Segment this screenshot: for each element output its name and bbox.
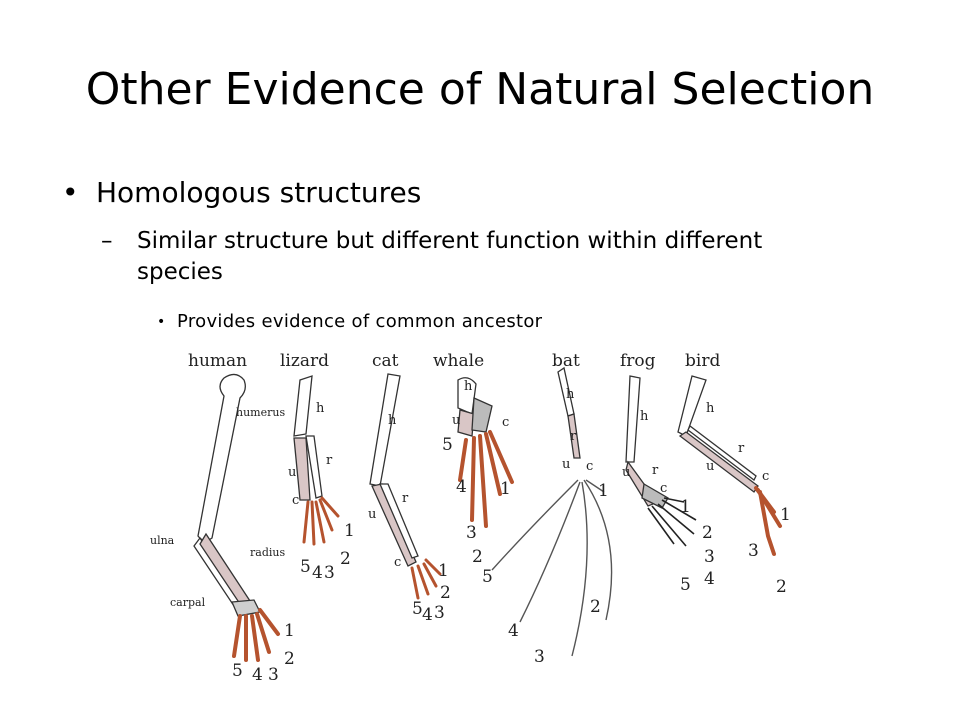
species-label-human: human <box>188 351 247 371</box>
svg-text:2: 2 <box>776 577 787 597</box>
svg-text:c: c <box>586 459 593 474</box>
svg-text:r: r <box>652 463 659 478</box>
svg-text:4: 4 <box>704 569 715 589</box>
svg-text:r: r <box>326 453 333 468</box>
whale-limb <box>457 377 514 528</box>
species-label-lizard: lizard <box>280 351 329 371</box>
svg-text:c: c <box>292 493 299 508</box>
svg-text:3: 3 <box>268 665 279 685</box>
svg-text:3: 3 <box>466 523 477 543</box>
frog-limb <box>625 375 697 547</box>
svg-text:2: 2 <box>284 649 295 669</box>
lizard-limb <box>293 375 340 546</box>
svg-text:h: h <box>706 401 715 416</box>
svg-text:1: 1 <box>284 621 295 641</box>
bird-limb <box>677 375 782 556</box>
bullet-dash: – <box>101 228 113 254</box>
svg-text:u: u <box>288 465 296 480</box>
svg-text:5: 5 <box>232 661 243 681</box>
label-humerus: humerus <box>236 406 285 419</box>
svg-text:3: 3 <box>534 647 545 667</box>
svg-text:5: 5 <box>442 435 453 455</box>
svg-text:3: 3 <box>704 547 715 567</box>
species-label-cat: cat <box>372 351 399 371</box>
species-label-whale: whale <box>433 351 484 371</box>
svg-text:1: 1 <box>344 521 355 541</box>
svg-text:5: 5 <box>412 599 423 619</box>
svg-text:5: 5 <box>482 567 493 587</box>
svg-text:3: 3 <box>434 603 445 623</box>
svg-text:2: 2 <box>702 523 713 543</box>
svg-text:4: 4 <box>252 665 263 685</box>
bullet-dot: • <box>62 176 79 209</box>
svg-text:1: 1 <box>780 505 791 525</box>
svg-text:5: 5 <box>300 557 311 577</box>
label-radius: radius <box>250 546 285 559</box>
svg-text:1: 1 <box>438 561 449 581</box>
svg-text:u: u <box>452 413 460 428</box>
svg-text:1: 1 <box>680 497 691 517</box>
bullet-dot: • <box>157 314 166 330</box>
svg-text:2: 2 <box>440 583 451 603</box>
cat-limb <box>369 373 442 600</box>
slide-title: Other Evidence of Natural Selection <box>85 64 875 115</box>
svg-text:c: c <box>660 481 667 496</box>
svg-text:h: h <box>316 401 325 416</box>
svg-text:c: c <box>394 555 401 570</box>
label-ulna: ulna <box>150 534 175 547</box>
species-label-bird: bird <box>685 351 720 371</box>
svg-text:u: u <box>562 457 570 472</box>
svg-text:u: u <box>368 507 376 522</box>
svg-text:h: h <box>640 409 649 424</box>
bullet-text: Provides evidence of common ancestor <box>177 311 543 332</box>
svg-text:3: 3 <box>748 541 759 561</box>
svg-text:r: r <box>570 429 577 444</box>
svg-text:r: r <box>738 441 745 456</box>
svg-text:2: 2 <box>472 547 483 567</box>
svg-text:4: 4 <box>456 477 467 497</box>
human-limb <box>193 373 280 662</box>
svg-text:u: u <box>622 465 630 480</box>
svg-text:u: u <box>706 459 714 474</box>
svg-text:4: 4 <box>312 563 323 583</box>
svg-text:h: h <box>566 387 575 402</box>
svg-text:4: 4 <box>508 621 519 641</box>
bat-wing <box>491 366 613 657</box>
species-label-bat: bat <box>552 351 580 371</box>
homologous-limbs-figure: human lizard cat whale bat frog bird hum… <box>140 340 820 690</box>
svg-text:h: h <box>464 379 473 394</box>
svg-text:4: 4 <box>422 605 433 625</box>
svg-text:2: 2 <box>340 549 351 569</box>
svg-text:3: 3 <box>324 563 335 583</box>
svg-text:5: 5 <box>680 575 691 595</box>
bullet-text: Homologous structures <box>96 176 422 209</box>
svg-text:c: c <box>502 415 509 430</box>
bullet-text: Similar structure but different function… <box>137 228 763 285</box>
svg-text:2: 2 <box>590 597 601 617</box>
svg-text:1: 1 <box>598 481 609 501</box>
species-label-frog: frog <box>620 351 656 371</box>
svg-text:r: r <box>402 491 409 506</box>
svg-text:c: c <box>762 469 769 484</box>
svg-text:1: 1 <box>500 479 511 499</box>
svg-text:h: h <box>388 413 397 428</box>
label-carpal: carpal <box>170 596 206 609</box>
